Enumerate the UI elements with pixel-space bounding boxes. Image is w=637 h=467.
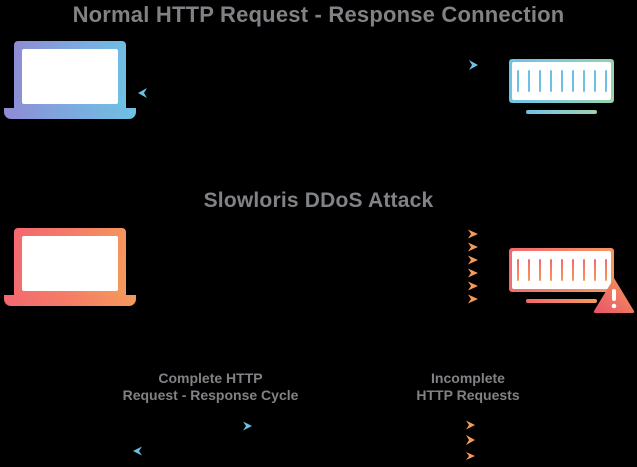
legend-incomplete-line2: HTTP Requests xyxy=(416,387,520,403)
arrow-incomplete-request-3 xyxy=(133,255,478,265)
server-slot xyxy=(593,70,596,92)
legend-arrow-request xyxy=(133,421,252,431)
server-slots xyxy=(512,251,611,289)
arrow-http-request xyxy=(138,60,478,70)
legend-arrow-incomplete-1 xyxy=(372,420,475,430)
server-slot xyxy=(560,259,563,281)
legend-arrow-response xyxy=(133,446,252,456)
server-slot xyxy=(516,259,519,281)
server-slot xyxy=(582,70,585,92)
attack-section-title: Slowloris DDoS Attack xyxy=(203,189,434,212)
server-stand xyxy=(526,299,597,303)
arrow-incomplete-request-6 xyxy=(133,294,478,304)
server-slot xyxy=(538,259,541,281)
laptop-screen xyxy=(22,236,118,291)
client-laptop-normal xyxy=(4,41,136,119)
arrow-incomplete-request-1 xyxy=(133,229,478,239)
server-slot xyxy=(516,70,519,92)
client-laptop-attack xyxy=(4,228,136,306)
server-slot xyxy=(527,259,530,281)
server-attack xyxy=(509,248,614,303)
server-stand xyxy=(526,110,597,114)
server-slot xyxy=(560,70,563,92)
server-slot xyxy=(571,259,574,281)
arrow-incomplete-request-4 xyxy=(133,268,478,278)
server-slot xyxy=(549,70,552,92)
legend-complete-label: Complete HTTP Request - Response Cycle xyxy=(68,370,353,404)
server-chassis xyxy=(509,59,614,103)
server-slot xyxy=(604,70,607,92)
legend-arrow-incomplete-2 xyxy=(372,435,475,445)
laptop-screen xyxy=(22,49,118,104)
server-slot xyxy=(571,70,574,92)
server-slot xyxy=(582,259,585,281)
server-slots xyxy=(512,62,611,100)
normal-section-title: Normal HTTP Request - Response Connectio… xyxy=(72,2,565,27)
laptop-base xyxy=(4,108,136,119)
arrow-incomplete-request-2 xyxy=(133,242,478,252)
server-slot xyxy=(593,259,596,281)
server-slot xyxy=(604,259,607,281)
legend-complete-line1: Complete HTTP xyxy=(158,370,263,386)
legend-arrow-incomplete-3 xyxy=(372,451,475,461)
legend-incomplete-label: Incomplete HTTP Requests xyxy=(348,370,588,404)
legend-incomplete-line1: Incomplete xyxy=(431,370,505,386)
arrow-http-response xyxy=(138,88,478,98)
server-chassis xyxy=(509,248,614,292)
server-slot xyxy=(538,70,541,92)
warning-triangle-icon xyxy=(593,277,635,313)
arrow-incomplete-request-5 xyxy=(133,281,478,291)
server-slot xyxy=(527,70,530,92)
server-slot xyxy=(549,259,552,281)
server-normal xyxy=(509,59,614,114)
laptop-base xyxy=(4,295,136,306)
legend-complete-line2: Request - Response Cycle xyxy=(122,387,299,403)
